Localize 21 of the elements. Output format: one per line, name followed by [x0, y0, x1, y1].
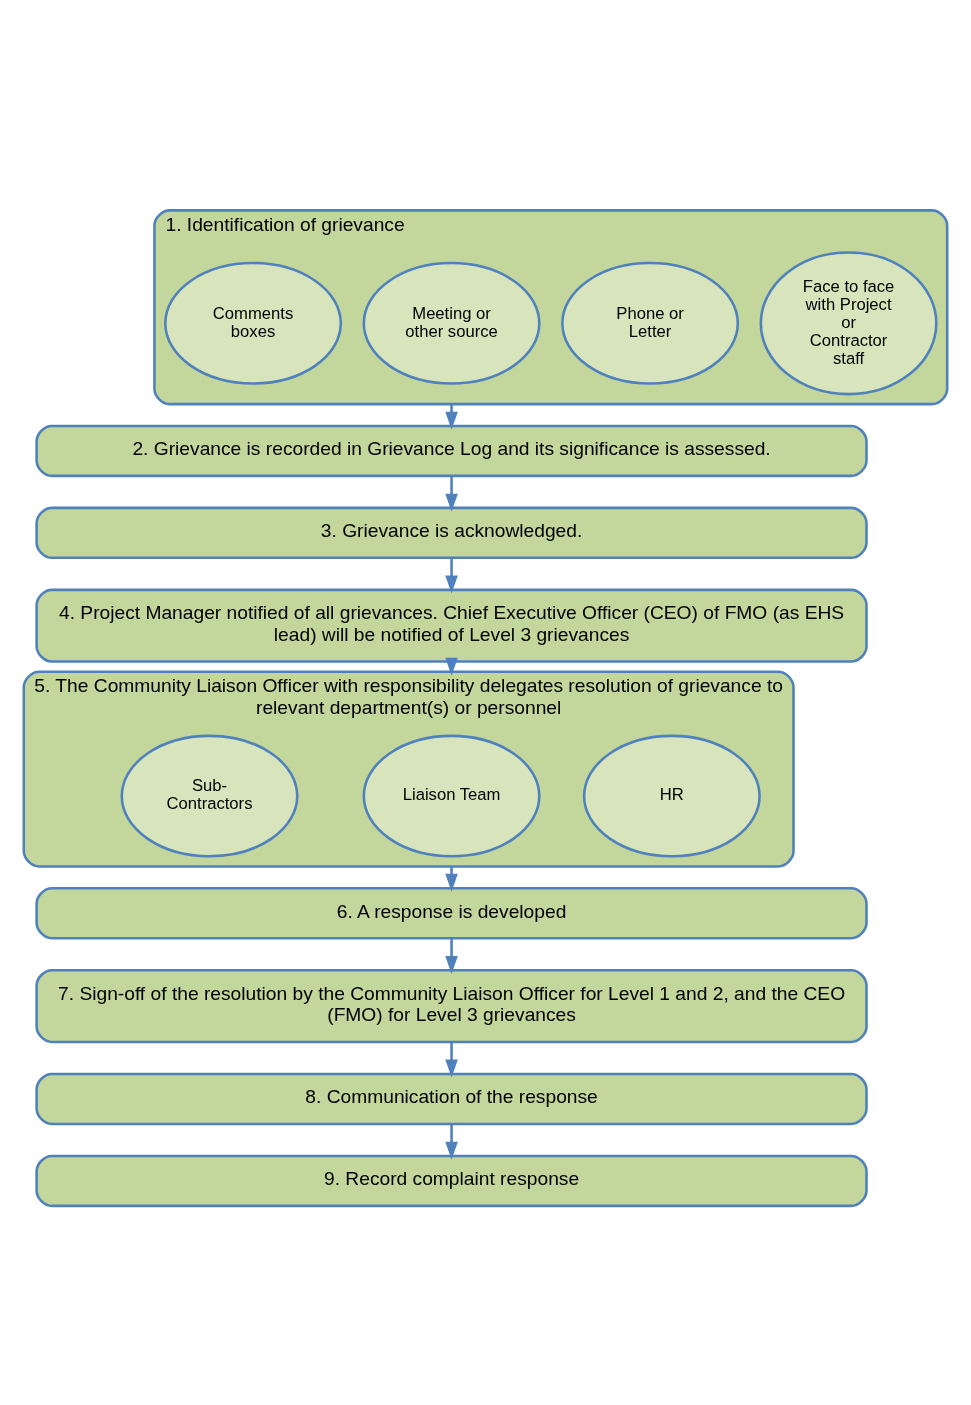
- node-ellipse: Meeting or other source: [362, 261, 541, 385]
- node-ellipse: Liaison Team: [362, 734, 541, 857]
- node-box: 2. Grievance is recorded in Grievance Log and its significance is assessed.: [35, 424, 868, 477]
- node-ellipse: Sub-Contractors: [120, 734, 299, 857]
- node-ellipse: Phone or Letter: [561, 261, 740, 385]
- node-box: 9. Record complaint response: [35, 1154, 868, 1207]
- node-ellipse: Face to face with Project or Contractor staff: [759, 250, 938, 395]
- node-ellipse: Comments boxes: [164, 261, 343, 385]
- arrow: [445, 1041, 458, 1077]
- node-box: 7. Sign-off of the resolution by the Community Liaison Officer for Level 1 and 2, and the CEO (FMO) for Level 3 grievances: [35, 968, 868, 1043]
- arrow: [445, 557, 458, 594]
- node-box: 8. Communication of the response: [35, 1072, 868, 1125]
- arrow: [445, 1123, 458, 1160]
- node-box: 3. Grievance is acknowledged.: [35, 506, 868, 559]
- arrow: [445, 657, 458, 676]
- arrow: [445, 937, 458, 974]
- node-box: 6. A response is developed: [35, 886, 868, 939]
- node-ellipse: HR: [582, 734, 761, 857]
- arrow: [445, 866, 458, 892]
- arrow: [445, 403, 458, 430]
- arrow: [445, 475, 458, 512]
